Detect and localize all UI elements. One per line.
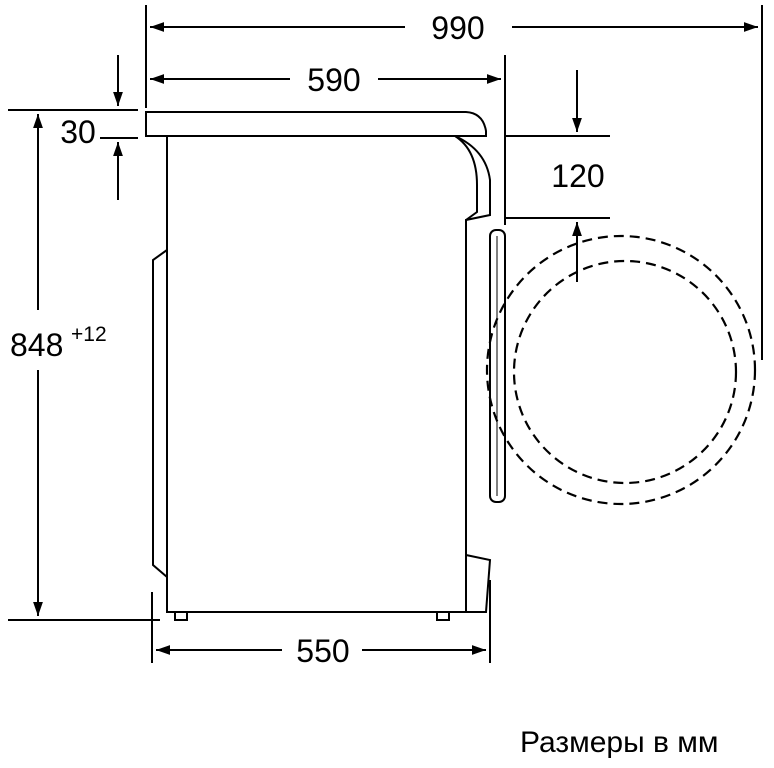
dim-label-848: 848: [10, 327, 63, 363]
door-swing-outer: [485, 234, 757, 506]
top-panel: [145, 111, 487, 137]
units-caption: Размеры в мм: [520, 726, 719, 759]
front-plinth: [465, 554, 492, 613]
dim-label-990: 990: [431, 10, 484, 46]
door-closed: [489, 229, 506, 503]
dim-label-550: 550: [296, 633, 349, 669]
dim-label-848-tolerance: +12: [71, 323, 107, 346]
dim-label-590: 590: [307, 62, 360, 98]
front-foot: [436, 611, 450, 621]
machine-body: [166, 135, 491, 613]
dim-label-30: 30: [60, 114, 96, 150]
rear-foot: [174, 611, 188, 621]
rear-panel: [152, 136, 168, 608]
door-swing-inner: [512, 259, 738, 485]
door-open-swing: [485, 234, 757, 506]
front-upper-curve: [454, 135, 478, 221]
dim-label-120: 120: [551, 158, 604, 194]
machine-outline: [145, 111, 506, 621]
